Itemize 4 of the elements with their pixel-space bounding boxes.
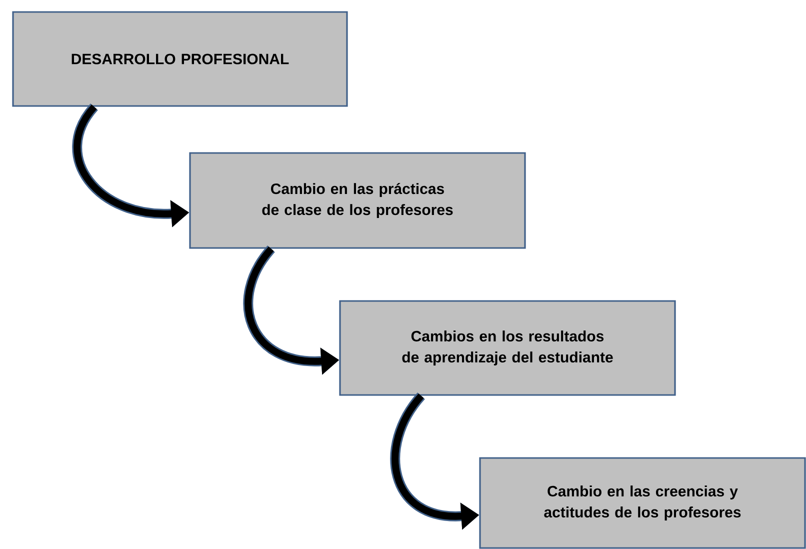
process-box: Cambio en las prácticas de clase de los profesores bbox=[189, 152, 526, 249]
process-box: DESARROLLO PROFESIONAL bbox=[12, 11, 348, 107]
process-box: Cambios en los resultados de aprendizaje del estudiante bbox=[339, 300, 676, 396]
process-box: Cambio en las creencias y actitudes de los profesores bbox=[479, 457, 806, 549]
